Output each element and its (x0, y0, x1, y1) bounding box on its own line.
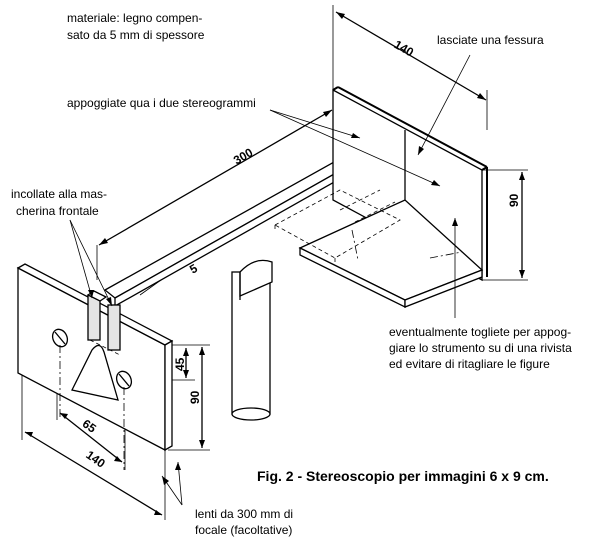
lenses-note-line-1: lenti da 300 mm di (195, 507, 293, 521)
dimension-arrowheads (25, 12, 525, 515)
dim-back-height: 90 (507, 193, 521, 207)
stereograms-note: appoggiate qua i due stereogrammi (67, 96, 256, 110)
dim-front-width: 140 (83, 448, 108, 471)
glue-note-line-1: incollate alla mas- (11, 187, 107, 201)
optional-note-line-3: ed evitare di ritagliare le figure (389, 357, 550, 371)
leader-arrowheads (88, 133, 458, 485)
material-note-line-2: sato da 5 mm di spessore (67, 28, 205, 42)
material-note-line-1: materiale: legno compen- (67, 11, 202, 25)
leader-lines (69, 54, 471, 506)
figure-caption: Fig. 2 - Stereoscopio per immagini 6 x 9… (257, 468, 549, 484)
dim-front-height: 90 (188, 390, 202, 404)
annotation-texts: materiale: legno compen- sato da 5 mm di… (11, 11, 572, 537)
optional-note-line-2: giare lo strumento su di una rivista (389, 341, 572, 355)
front-mask (16, 263, 174, 470)
dim-lens-height: 45 (173, 357, 187, 371)
dim-length: 300 (231, 145, 256, 167)
dim-thickness: 5 (187, 261, 200, 277)
support-column (231, 259, 273, 421)
glue-note-line-2: cherina frontale (16, 204, 99, 218)
back-panel (274, 86, 488, 309)
optional-note-line-1: eventualmente togliete per appog- (389, 325, 571, 339)
dim-lens-spacing: 65 (80, 417, 99, 436)
lenses-note-line-2: focale (facoltative) (195, 523, 292, 537)
gap-note: lasciate una fessura (437, 33, 544, 47)
